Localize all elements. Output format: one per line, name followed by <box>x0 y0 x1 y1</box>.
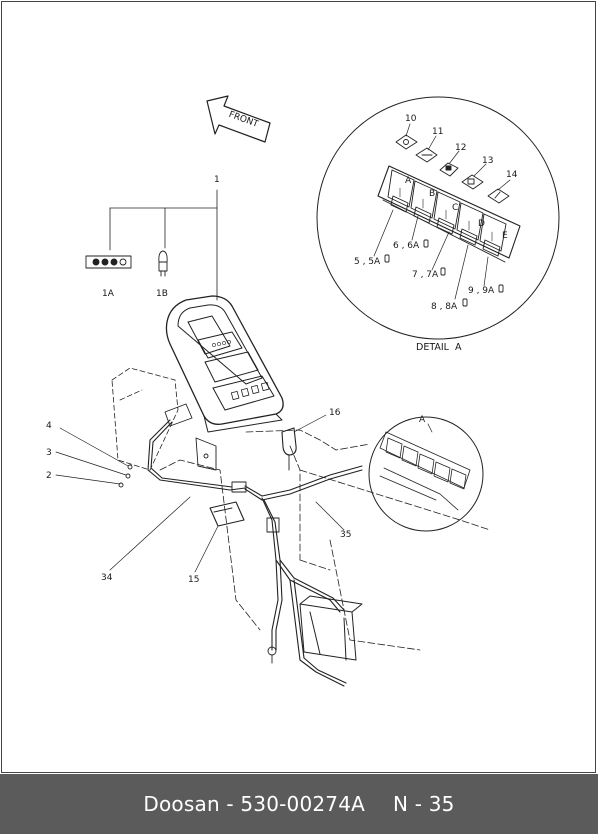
footer-part-number: Doosan - 530-00274A <box>143 792 366 816</box>
part-1-bracket <box>109 189 218 301</box>
bulb-1b-icon <box>158 250 168 277</box>
detail-a-mini-switches <box>379 431 471 511</box>
callout-34: 34 <box>101 573 113 583</box>
cab-frame <box>159 429 491 651</box>
callout-4: 4 <box>46 421 52 431</box>
callout-1: 1 <box>214 175 220 185</box>
callout-9-9a: 9 , 9A <box>468 286 495 296</box>
detail-a-caption: DETAIL A <box>416 342 462 353</box>
exploded-parts-drawing: FRONT <box>46 95 560 687</box>
detail-a-reference-circle <box>368 416 484 532</box>
callout-5-5a: 5 , 5A <box>354 257 381 267</box>
work-light-icon <box>395 134 418 150</box>
switch-c-label: C <box>452 203 458 213</box>
switch-bank <box>377 165 521 263</box>
callout-16: 16 <box>329 408 341 418</box>
footer-page-number: N - 35 <box>393 792 455 816</box>
wiper-icon <box>439 162 459 177</box>
callout-1b: 1B <box>156 289 168 299</box>
callout-35: 35 <box>340 530 351 540</box>
bracket-lower <box>299 595 363 661</box>
switch-b-label: B <box>429 189 435 199</box>
bulb-socket-1a-icon <box>85 255 132 269</box>
footer-bar: Doosan - 530-00274A N - 35 <box>0 774 598 834</box>
detail-a-circle <box>316 96 560 340</box>
callout-12: 12 <box>455 143 466 153</box>
callout-1a: 1A <box>102 289 115 299</box>
relay-15-icon <box>209 501 245 527</box>
callout-13: 13 <box>482 156 493 166</box>
switch-d-label: D <box>478 219 485 229</box>
callout-15: 15 <box>188 575 199 585</box>
horn-icon <box>487 188 510 204</box>
callout-3: 3 <box>46 448 52 458</box>
connector-b-icon <box>266 517 280 533</box>
bulb-icons <box>384 239 504 307</box>
screw-icons <box>118 464 133 488</box>
bracket <box>164 403 217 471</box>
front-arrow-icon <box>206 95 271 143</box>
ground-terminal-icon <box>267 646 277 664</box>
switch-console <box>165 295 284 433</box>
detail-icons <box>395 134 510 204</box>
callout-11: 11 <box>432 127 443 137</box>
washer-icon <box>461 174 484 190</box>
callout-detail-a-ref: A <box>419 415 426 425</box>
callout-2: 2 <box>46 471 52 481</box>
callout-7-7a: 7 , 7A <box>412 270 439 280</box>
callout-14: 14 <box>506 170 518 180</box>
beacon-icon <box>415 147 438 163</box>
callout-8-8a: 8 , 8A <box>431 302 458 312</box>
callout-6-6a: 6 , 6A <box>393 241 420 251</box>
switch-e-label: E <box>502 231 508 241</box>
callout-10: 10 <box>405 114 417 124</box>
pressure-switch-16-icon <box>281 427 297 471</box>
switch-a-label: A <box>405 176 412 186</box>
mounting-panel <box>111 367 179 471</box>
connector-a-icon <box>231 481 247 493</box>
